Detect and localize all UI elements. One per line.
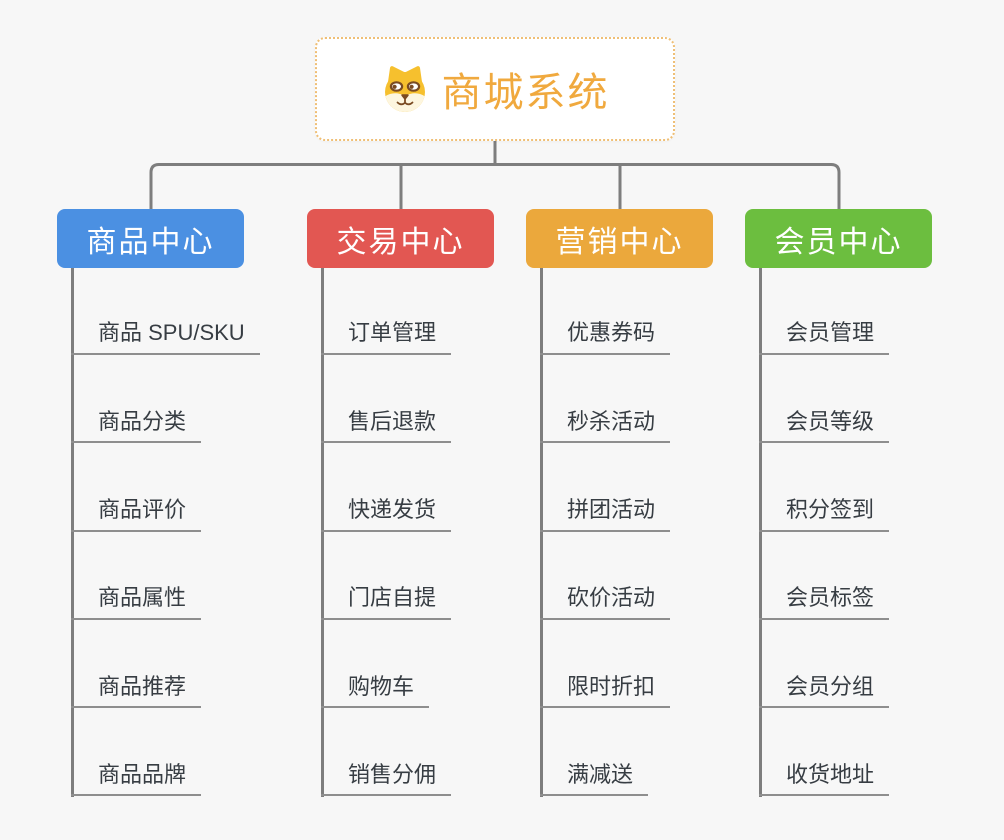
leaf-node[interactable]: 商品评价 <box>71 496 202 532</box>
leaf-column-3: 优惠券码 秒杀活动 拼团活动 砍价活动 限时折扣 满减送 <box>540 268 790 797</box>
root-node[interactable]: 商城系统 <box>315 37 675 141</box>
leaf-node[interactable]: 收货地址 <box>759 761 890 797</box>
leaf-node[interactable]: 商品属性 <box>71 584 202 620</box>
leaf-node[interactable]: 秒杀活动 <box>540 408 671 444</box>
branch-node-label: 会员中心 <box>774 225 903 259</box>
leaf-node[interactable]: 满减送 <box>540 761 649 797</box>
leaf-column-1: 商品 SPU/SKU 商品分类 商品评价 商品属性 商品推荐 商品品牌 <box>71 268 321 797</box>
leaf-node[interactable]: 拼团活动 <box>540 496 671 532</box>
leaf-node[interactable]: 会员分组 <box>759 673 890 709</box>
leaf-node[interactable]: 会员等级 <box>759 408 890 444</box>
leaf-node[interactable]: 商品 SPU/SKU <box>71 319 260 355</box>
leaf-node[interactable]: 订单管理 <box>321 319 452 355</box>
dog-face-icon <box>384 66 425 112</box>
leaf-node[interactable]: 商品分类 <box>71 408 202 444</box>
branch-node-2[interactable]: 交易中心 <box>307 209 494 268</box>
branch-node-4[interactable]: 会员中心 <box>745 209 932 268</box>
leaf-node[interactable]: 销售分佣 <box>321 761 452 797</box>
branch-node-1[interactable]: 商品中心 <box>57 209 244 268</box>
branch-node-label: 营销中心 <box>555 225 684 259</box>
leaf-column-2: 订单管理 售后退款 快递发货 门店自提 购物车 销售分佣 <box>321 268 571 797</box>
leaf-node[interactable]: 快递发货 <box>321 496 452 532</box>
leaf-node[interactable]: 积分签到 <box>759 496 890 532</box>
leaf-node[interactable]: 会员标签 <box>759 584 890 620</box>
leaf-column-4: 会员管理 会员等级 积分签到 会员标签 会员分组 收货地址 <box>759 268 1004 797</box>
leaf-node[interactable]: 售后退款 <box>321 408 452 444</box>
branch-node-label: 交易中心 <box>336 225 465 259</box>
leaf-node[interactable]: 会员管理 <box>759 319 890 355</box>
leaf-node[interactable]: 限时折扣 <box>540 673 671 709</box>
branch-node-label: 商品中心 <box>86 225 215 259</box>
leaf-node[interactable]: 砍价活动 <box>540 584 671 620</box>
leaf-node[interactable]: 门店自提 <box>321 584 452 620</box>
branch-node-3[interactable]: 营销中心 <box>526 209 713 268</box>
leaf-node[interactable]: 商品品牌 <box>71 761 202 797</box>
leaf-node[interactable]: 优惠券码 <box>540 319 671 355</box>
root-node-label: 商城系统 <box>441 71 610 115</box>
leaf-node[interactable]: 商品推荐 <box>71 673 202 709</box>
leaf-node[interactable]: 购物车 <box>321 673 430 709</box>
